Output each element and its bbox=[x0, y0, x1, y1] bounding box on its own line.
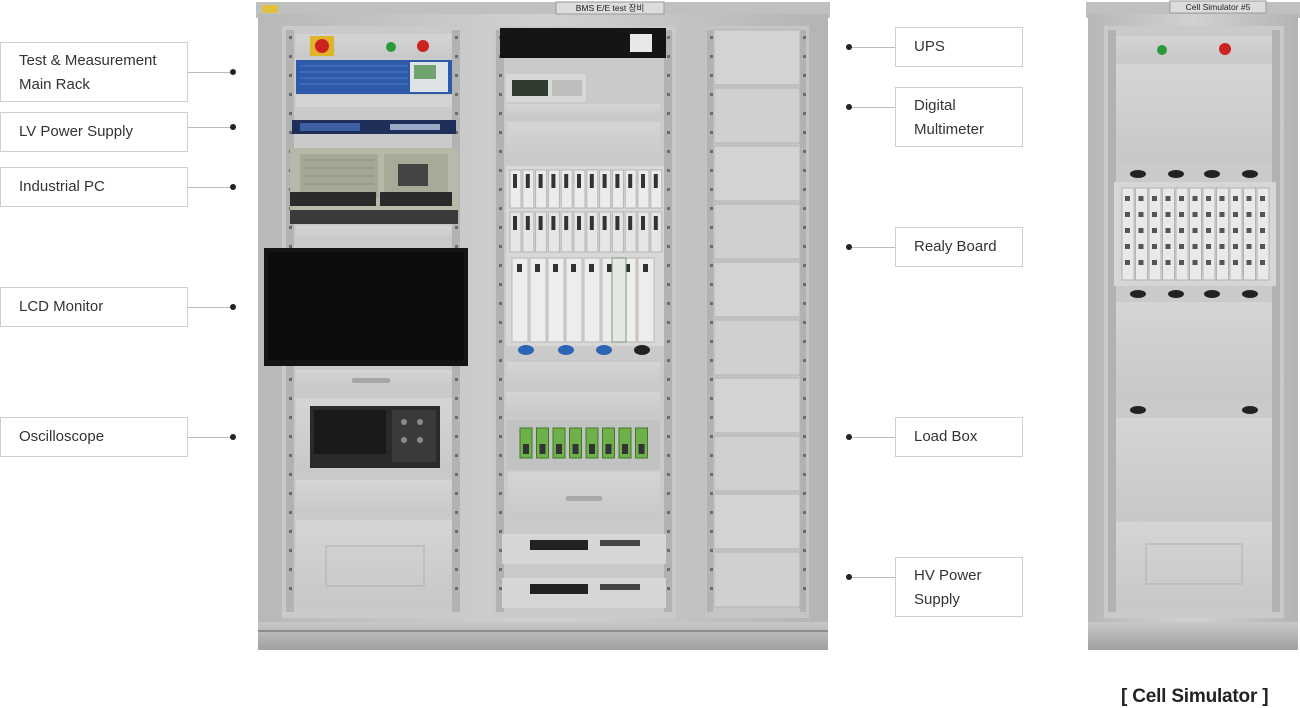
marker-dot bbox=[230, 69, 236, 75]
label-industrial-pc: Industrial PC bbox=[0, 167, 188, 207]
leader-line bbox=[188, 72, 230, 73]
main-rack-title: BMS E/E test 장비 bbox=[576, 3, 645, 13]
label-test-measurement: Test & Measurement Main Rack bbox=[0, 42, 188, 102]
marker-dot bbox=[846, 434, 852, 440]
marker-dot bbox=[230, 184, 236, 190]
marker-dot bbox=[846, 44, 852, 50]
marker-dot bbox=[230, 124, 236, 130]
main-rack: BMS E/E test 장비 bbox=[256, 1, 830, 650]
label-ups: UPS bbox=[895, 27, 1023, 67]
marker-dot bbox=[846, 104, 852, 110]
leader-line bbox=[188, 437, 230, 438]
label-hv-power: HV Power Supply bbox=[895, 557, 1023, 617]
leader-line bbox=[188, 127, 230, 128]
label-lcd-monitor: LCD Monitor bbox=[0, 287, 188, 327]
marker-dot bbox=[846, 244, 852, 250]
label-oscilloscope: Oscilloscope bbox=[0, 417, 188, 457]
leader-line bbox=[852, 247, 895, 248]
leader-line bbox=[852, 47, 895, 48]
cell-simulator-caption: [ Cell Simulator ] bbox=[1121, 686, 1269, 707]
leader-line bbox=[188, 307, 230, 308]
label-load-box: Load Box bbox=[895, 417, 1023, 457]
leader-line bbox=[852, 107, 895, 108]
marker-dot bbox=[230, 304, 236, 310]
marker-dot bbox=[846, 574, 852, 580]
label-lv-power: LV Power Supply bbox=[0, 112, 188, 152]
marker-dot bbox=[230, 434, 236, 440]
cell-rack-title: Cell Simulator #5 bbox=[1186, 2, 1251, 12]
label-relay-board: Realy Board bbox=[895, 227, 1023, 267]
label-digital-multimeter: Digital Multimeter bbox=[895, 87, 1023, 147]
cell-simulator-rack: Cell Simulator #5 bbox=[1086, 0, 1300, 650]
leader-line bbox=[852, 577, 895, 578]
leader-line bbox=[188, 187, 230, 188]
leader-line bbox=[852, 437, 895, 438]
